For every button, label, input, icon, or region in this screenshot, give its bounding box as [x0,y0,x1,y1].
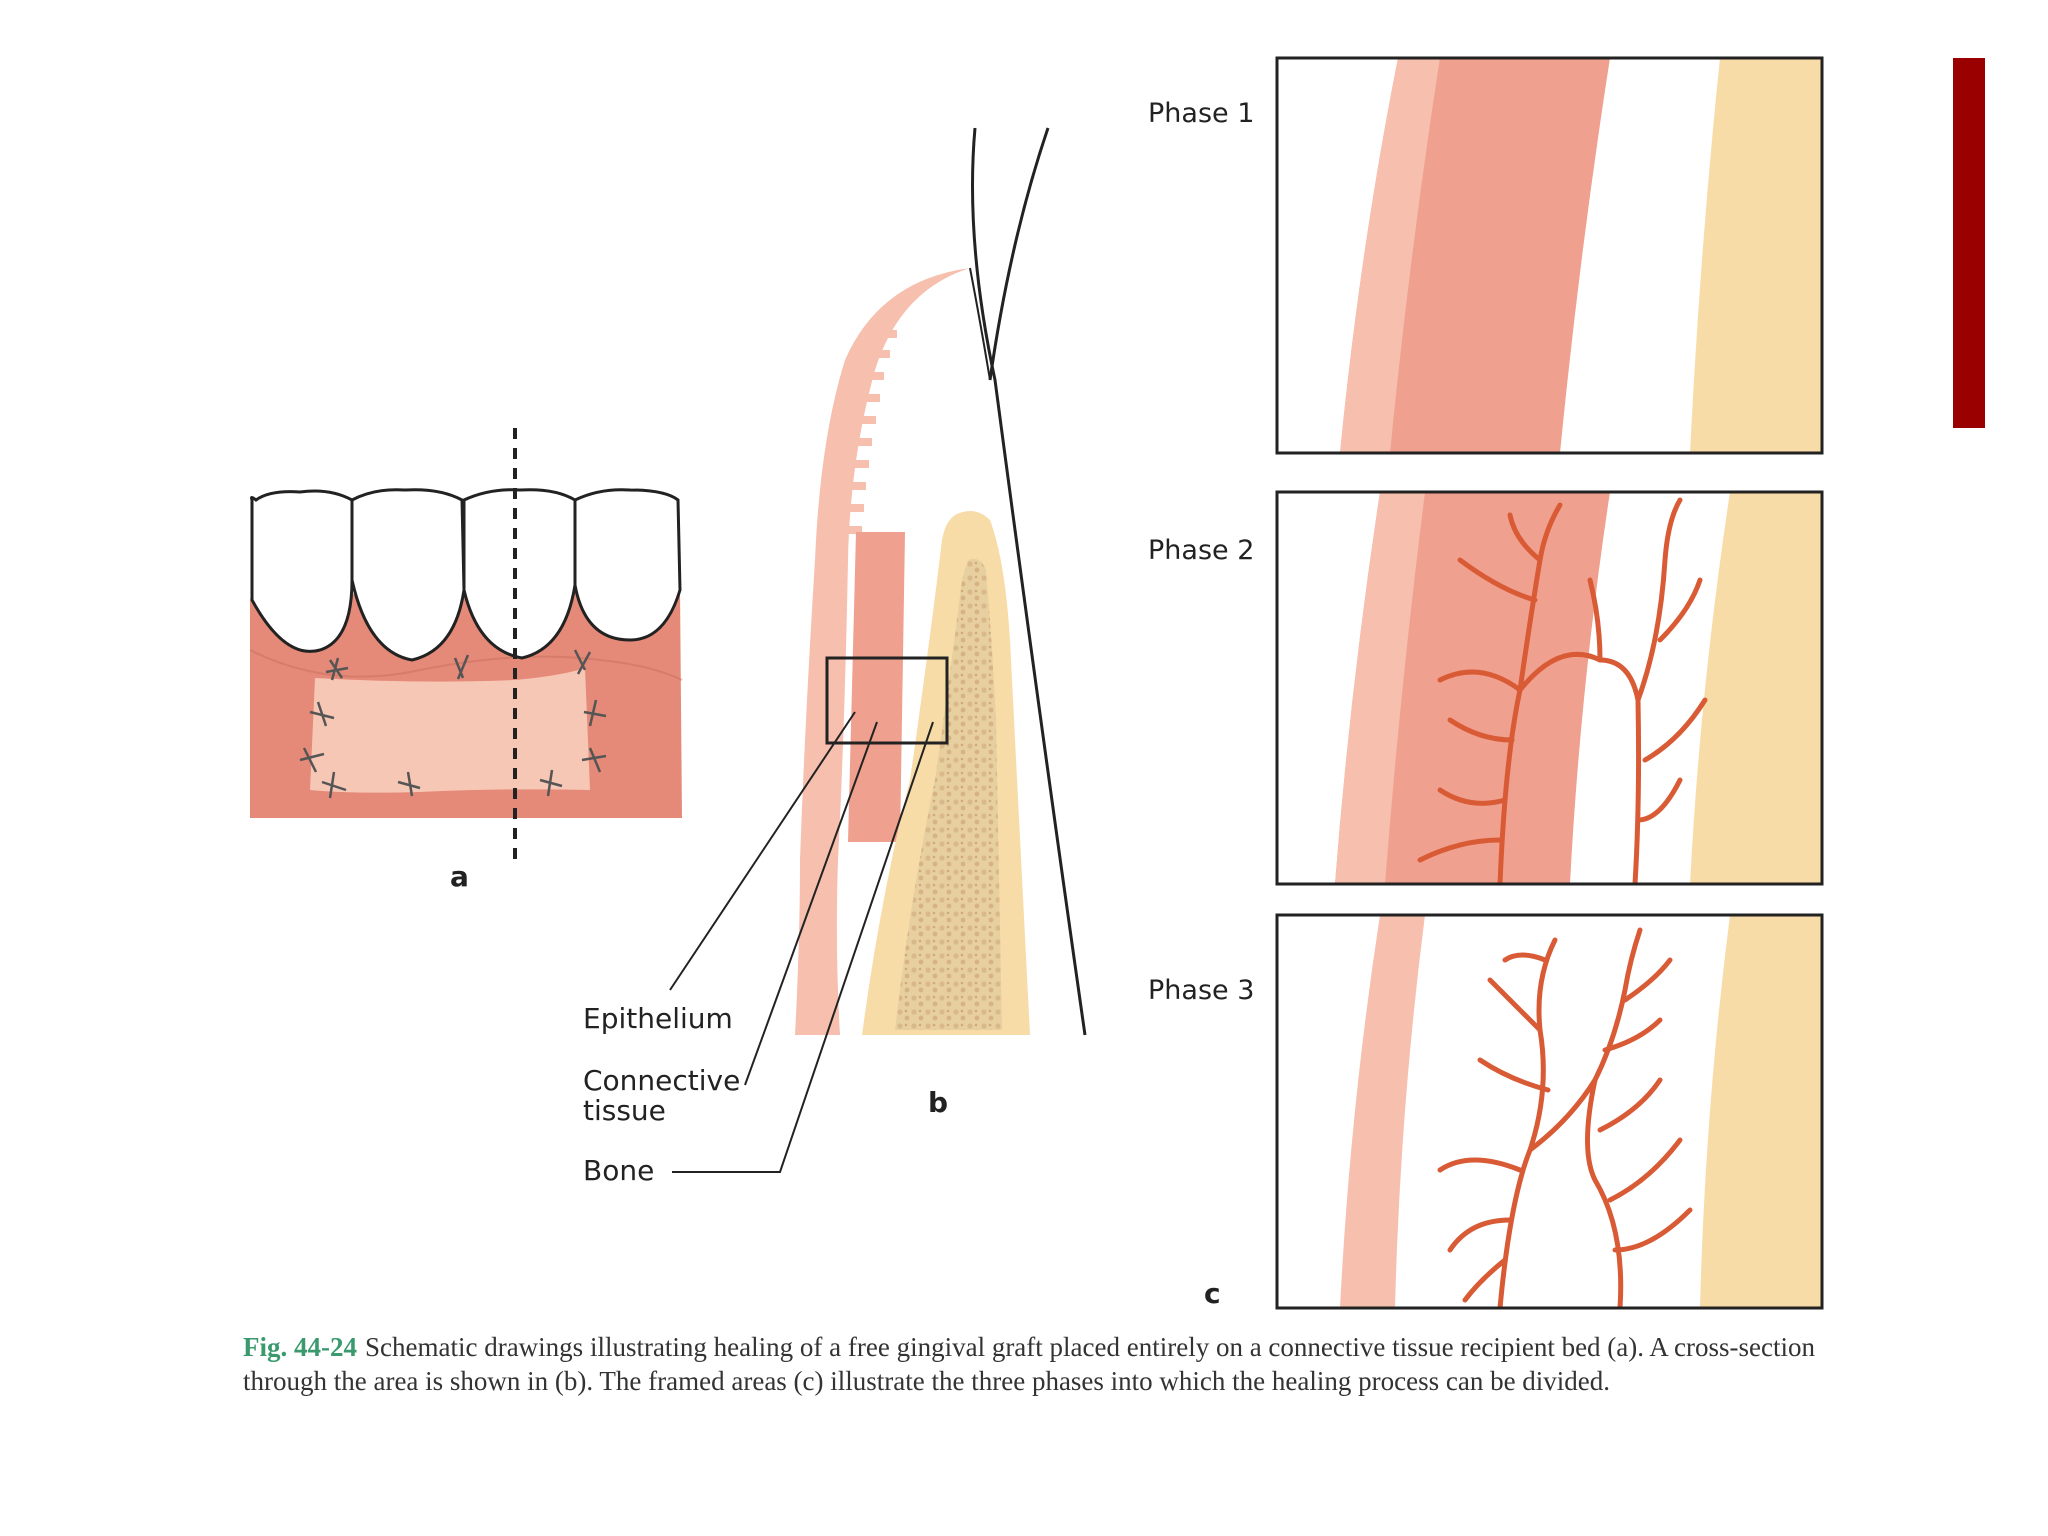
phase-3-label: Phase 3 [1148,975,1254,1006]
framed-area [825,656,949,745]
tooth-2 [350,488,466,662]
panel-b-cross-section: Epithelium Connective tissue Bone b [583,127,1087,1187]
tooth-3 [462,488,577,660]
teeth [250,488,682,662]
phase-2-vessels [1417,497,1708,884]
panel-a-label: a [450,860,469,893]
phase-2-frame [1275,490,1824,886]
epithelium-layer [795,268,970,1035]
phase-1-label: Phase 1 [1148,98,1254,129]
phase-3-frame [1275,913,1824,1310]
label-connective-1: Connective [583,1064,740,1097]
phase-3-vessels [1437,927,1693,1308]
phase-1-frame [1275,56,1824,455]
tooth-1 [250,489,354,653]
panel-b-label: b [928,1086,948,1119]
label-bone: Bone [583,1154,654,1187]
phase-2-panel: Phase 2 [1148,490,1824,886]
caption-text: Schematic drawings illustrating healing … [243,1332,1815,1396]
panel-c-phases: Phase 1 [1148,56,1824,1310]
panel-a-teeth-diagram: a [249,428,683,893]
rete-ridges [848,330,897,534]
tooth-outline [971,127,1087,1036]
leader-lines [669,711,934,1173]
label-connective-2: tissue [583,1094,666,1127]
graft [310,668,590,793]
accent-bar [1953,58,1985,428]
panel-c-label: c [1204,1277,1221,1310]
label-epithelium: Epithelium [583,1002,733,1035]
bone-marrow [895,558,1002,1030]
tooth-4 [573,488,682,642]
phase-2-label: Phase 2 [1148,535,1254,566]
phase-3-panel: Phase 3 [1148,913,1824,1310]
graft-connective-strip [848,532,905,842]
phase-1-panel: Phase 1 [1148,56,1824,455]
figure-number: Fig. 44-24 [243,1332,357,1362]
sutures [299,649,607,799]
